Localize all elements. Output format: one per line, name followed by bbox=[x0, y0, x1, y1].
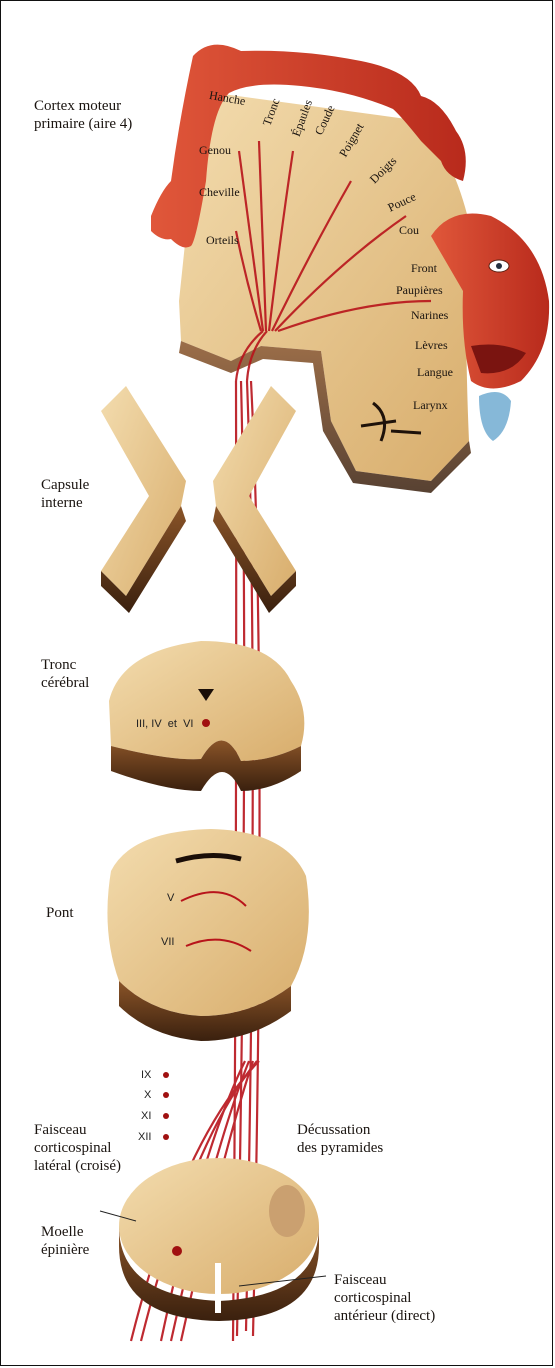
medulla-nuclei-dots bbox=[163, 1072, 169, 1140]
moelle-epiniere-label: Moelle épinière bbox=[41, 1223, 89, 1259]
pont-section bbox=[107, 829, 308, 1041]
homunculus-label: Narines bbox=[411, 306, 448, 324]
capsule-interne-section bbox=[101, 386, 296, 613]
pont-nucleus-vii-label: VII bbox=[161, 933, 174, 951]
pont-label: Pont bbox=[46, 904, 74, 922]
homunculus-label: Genou bbox=[199, 141, 231, 159]
capsule-interne-label: Capsule interne bbox=[41, 476, 89, 512]
faisceau-anterieur-label: Faisceau corticospinal antérieur (direct… bbox=[334, 1271, 435, 1325]
medulla-nucleus-label: XII bbox=[138, 1128, 151, 1146]
pont-nucleus-v-label: V bbox=[167, 889, 174, 907]
medulla-nucleus-label: X bbox=[144, 1086, 151, 1104]
tronc-cerebral-label: Tronc cérébral bbox=[41, 656, 89, 692]
homunculus-label: Paupières bbox=[396, 281, 443, 299]
medulla-nucleus-label: IX bbox=[141, 1066, 151, 1084]
homunculus-label: Cheville bbox=[199, 183, 240, 201]
homunculus-label: Cou bbox=[399, 221, 419, 239]
decussation-label: Décussation des pyramides bbox=[297, 1121, 383, 1157]
faisceau-lateral-label: Faisceau corticospinal latéral (croisé) bbox=[34, 1121, 121, 1175]
homunculus-label: Front bbox=[411, 259, 437, 277]
cortex-moteur-label: Cortex moteur primaire (aire 4) bbox=[34, 97, 132, 133]
moelle-section bbox=[119, 1158, 319, 1321]
homunculus-label: Larynx bbox=[413, 396, 448, 414]
homunculus-label: Orteils bbox=[206, 231, 239, 249]
brainstem-nuclei-label: III, IV et VI bbox=[136, 715, 193, 733]
homunculus-label: Lèvres bbox=[415, 336, 448, 354]
medulla-nucleus-label: XI bbox=[141, 1107, 151, 1125]
homunculus-label: Langue bbox=[417, 363, 453, 381]
